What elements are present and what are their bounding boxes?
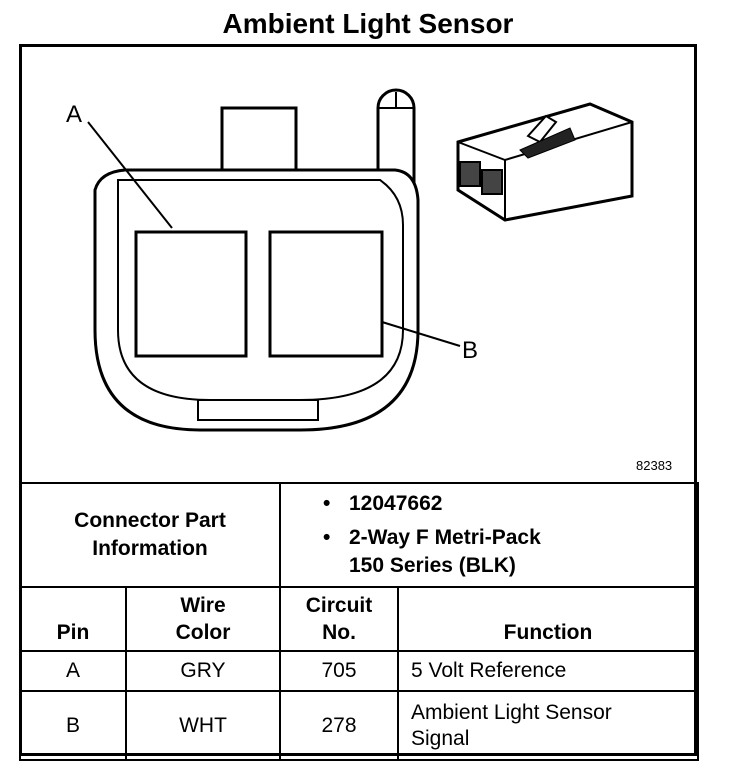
pin-a-label: A [66,101,82,128]
table-row: B WHT 278 Ambient Light Sensor Signal [19,690,699,761]
row-function: Ambient Light Sensor Signal [397,690,699,761]
part-number: 12047662 [349,492,443,515]
row-wire-color: WHT [125,690,281,761]
cavity-b [268,230,384,358]
connector-diagram: A B 82383 [66,88,672,473]
pin-b-label: B [462,337,478,364]
connector-part-info: • 12047662 • 2-Way F Metri-Pack 150 Seri… [279,482,699,588]
connector-body-inner [117,179,404,401]
row-pin: A [19,650,127,692]
header-circuit-no: Circuit No. [279,586,399,652]
part-description: 2-Way F Metri-Pack 150 Series (BLK) [349,526,541,577]
header-function: Function [397,586,699,652]
connector-part-label: Connector Part Information [19,482,281,588]
figure-number: 82383 [636,458,672,473]
page-title: Ambient Light Sensor [222,8,514,39]
row-circuit: 278 [279,690,399,761]
row-circuit: 705 [279,650,399,692]
terminal-post [376,88,416,192]
row-function: 5 Volt Reference [397,650,699,692]
header-wire-color: Wire Color [125,586,281,652]
connector-isometric-view [456,102,634,222]
row-wire-color: GRY [125,650,281,692]
cavity-a [134,230,248,358]
connector-info-table: Connector Part Information • 12047662 • … [19,482,699,761]
table-row: A GRY 705 5 Volt Reference [19,650,699,692]
header-pin: Pin [19,586,127,652]
row-pin: B [19,690,127,761]
